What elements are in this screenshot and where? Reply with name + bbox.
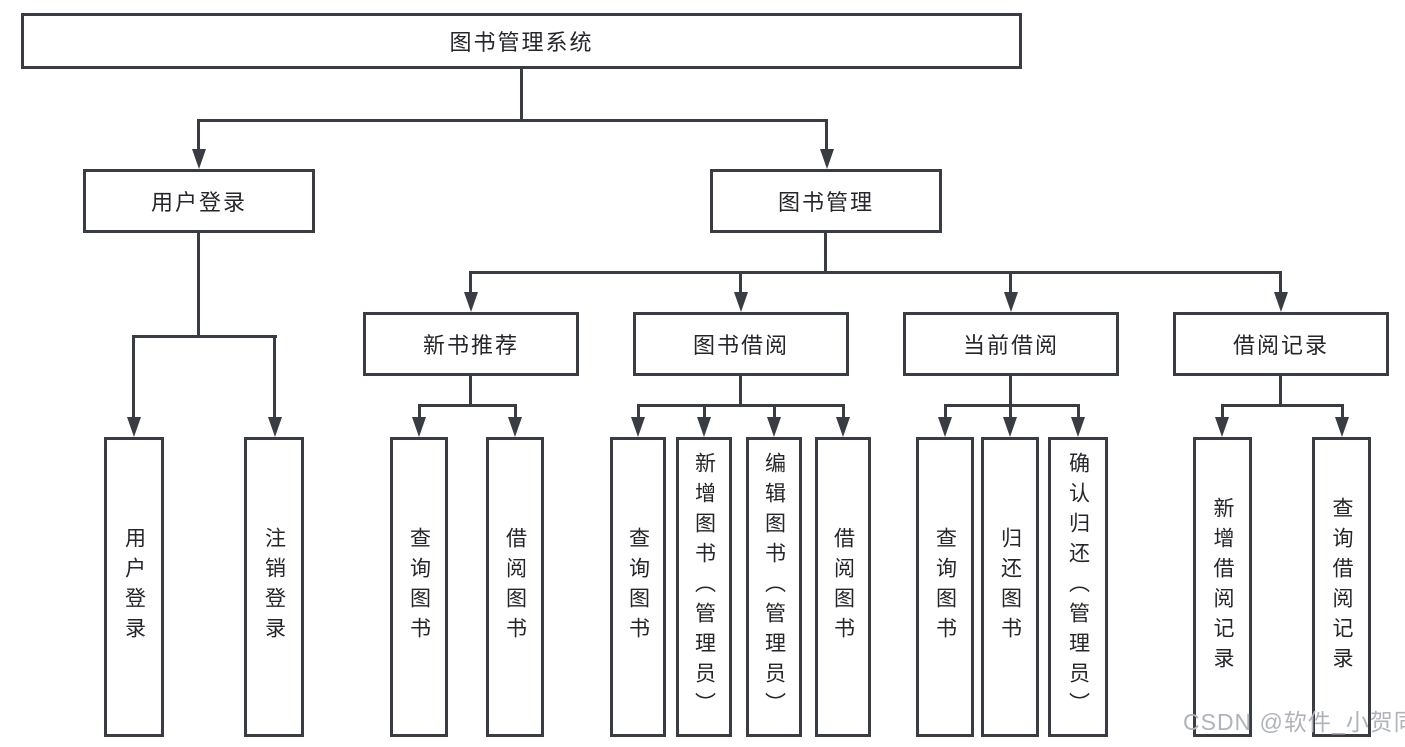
connector-line [825, 119, 828, 151]
connector-line [1221, 404, 1224, 419]
connector-line [418, 404, 421, 419]
leaf-logout: 注销登录 [244, 437, 304, 737]
connector-line [637, 404, 845, 407]
connector-line [703, 404, 706, 419]
leaf-cb-return-books: 归还图书 [981, 437, 1039, 737]
node-current-borrowing: 当前借阅 [903, 312, 1119, 376]
leaf-br-add-record: 新增借阅记录 [1193, 437, 1252, 737]
arrowhead-down-icon [836, 417, 850, 437]
connector-line [944, 404, 1080, 407]
connector-line [739, 271, 742, 294]
arrowhead-down-icon [412, 417, 426, 437]
connector-line [1009, 271, 1012, 294]
node-borrow-records: 借阅记录 [1173, 312, 1389, 376]
leaf-rec-query-books: 查询图书 [390, 437, 448, 737]
arrowhead-down-icon [1215, 417, 1229, 437]
leaf-bb-edit-books-admin: 编辑图书（管理员） [746, 437, 802, 737]
leaf-rec-borrow-books: 借阅图书 [486, 437, 544, 737]
arrowhead-down-icon [1003, 417, 1017, 437]
connector-line [1279, 376, 1282, 407]
connector-line [469, 376, 472, 407]
connector-line [514, 404, 517, 419]
connector-line [418, 404, 517, 407]
connector-line [824, 233, 827, 274]
arrowhead-down-icon [508, 417, 522, 437]
leaf-bb-query-books: 查询图书 [610, 437, 666, 737]
connector-line [520, 68, 523, 122]
arrowhead-down-icon [820, 149, 834, 169]
arrowhead-down-icon [734, 292, 748, 312]
connector-line [1279, 271, 1282, 294]
connector-line [132, 335, 135, 419]
leaf-br-query-record: 查询借阅记录 [1312, 437, 1371, 737]
node-root-library-management-system: 图书管理系统 [21, 13, 1022, 69]
connector-line [1221, 404, 1343, 407]
arrowhead-down-icon [268, 417, 282, 437]
connector-line [1341, 404, 1344, 419]
leaf-bb-borrow-books: 借阅图书 [815, 437, 871, 737]
arrowhead-down-icon [767, 417, 781, 437]
arrowhead-down-icon [1004, 292, 1018, 312]
connector-line [1009, 404, 1012, 419]
connector-line [132, 335, 277, 338]
connector-line [1077, 404, 1080, 419]
node-user-login: 用户登录 [83, 169, 315, 233]
connector-line [197, 119, 828, 122]
connector-line [197, 233, 200, 338]
node-new-book-recommend: 新书推荐 [363, 312, 579, 376]
csdn-watermark: CSDN @软件_小贺同学 [1183, 709, 1405, 735]
leaf-cb-query-books: 查询图书 [916, 437, 974, 737]
arrowhead-down-icon [1071, 417, 1085, 437]
leaf-user-login: 用户登录 [104, 437, 164, 737]
connector-line [739, 376, 742, 407]
node-book-management: 图书管理 [710, 169, 942, 233]
arrowhead-down-icon [1274, 292, 1288, 312]
leaf-bb-add-books-admin: 新增图书（管理员） [676, 437, 732, 737]
connector-line [944, 404, 947, 419]
arrowhead-down-icon [127, 417, 141, 437]
leaf-cb-confirm-return-admin: 确认归还（管理员） [1048, 437, 1108, 737]
connector-line [273, 335, 276, 419]
connector-line [637, 404, 640, 419]
arrowhead-down-icon [631, 417, 645, 437]
connector-line [1009, 376, 1012, 407]
arrowhead-down-icon [192, 149, 206, 169]
node-book-borrowing: 图书借阅 [633, 312, 849, 376]
arrowhead-down-icon [697, 417, 711, 437]
connector-line [773, 404, 776, 419]
connector-line [197, 119, 200, 151]
arrowhead-down-icon [1335, 417, 1349, 437]
connector-line [469, 271, 1282, 274]
connector-line [469, 271, 472, 294]
arrowhead-down-icon [464, 292, 478, 312]
connector-line [842, 404, 845, 419]
arrowhead-down-icon [938, 417, 952, 437]
